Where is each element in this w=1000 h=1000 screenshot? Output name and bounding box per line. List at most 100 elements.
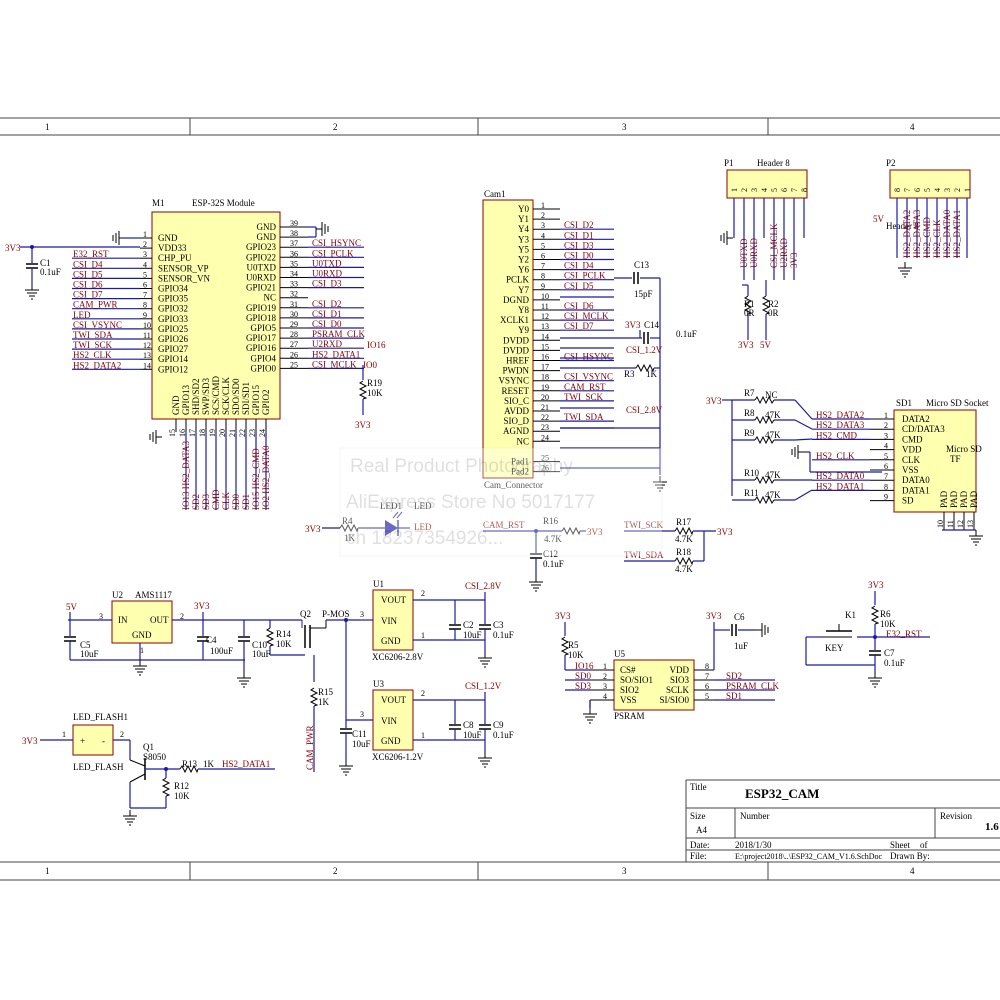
pin-label: NC [516,436,529,446]
pin-num: 3 [750,188,759,192]
u2-pin-gnd: GND [132,630,152,640]
net-label: HS2_DATA2 [902,210,912,258]
pin-label: SI/SIO0 [659,695,689,705]
pin-num: 2 [143,240,147,249]
power-label-3v3: 3V3 [22,736,38,746]
net-label: SD1 [241,494,251,510]
u3-ref: U3 [373,679,384,689]
pin-num: 35 [290,259,298,268]
pin-label: GPIO35 [158,294,189,304]
net-label: SD2 [191,494,201,510]
c3-ref: C3 [493,620,504,630]
pin-num: 8 [884,482,888,491]
c6-value: 1uF [734,641,748,651]
pin-num: 7 [705,672,709,681]
watermark-line: ch 18237354926... [346,528,503,549]
r19-value: 10K [367,388,383,398]
pin-num: 9 [884,493,888,502]
pin-num: 20 [541,393,549,402]
sd1-inner-label: Micro SD [946,444,982,454]
pin-label: CS# [620,665,636,675]
pad-label: PAD [969,490,979,508]
pin-num: 33 [290,280,298,289]
pin-num: 6 [705,682,709,691]
pin-label: Y0 [518,204,529,214]
col-label: 3 [622,122,627,132]
u3-pin: VIN [381,716,397,726]
u1-name: XC6206-2.8V [372,652,424,662]
net-label: HS2_CLK [816,451,855,461]
pin-label: CLK [902,455,921,465]
c6-ref: C6 [734,612,745,622]
date-value: 2018/1/30 [735,840,772,850]
pin-num: 10 [936,520,945,528]
c1-value: 0.1uF [40,267,61,277]
net-label: E32_RST [73,249,109,259]
c11-ref: C11 [352,729,367,739]
col-label: 4 [910,866,915,876]
pin-num: 3 [884,431,888,440]
power-label-3v3: 3V3 [738,340,754,350]
cam1-ref: Cam1 [484,189,506,199]
sd1-name: Micro SD Socket [926,398,989,408]
net-label: TWI_SDA [73,330,113,340]
q2-ref: Q2 [300,609,311,619]
pin-label: DATA2 [902,414,930,424]
r3-value: 1K [646,369,658,379]
power-label-3v3: 3V3 [5,243,21,253]
col-label: 2 [333,122,338,132]
pin-label: VSS [620,695,637,705]
pin-num: 1 [421,731,425,740]
power-label-3v3: 3V3 [717,527,733,537]
size-value: A4 [696,825,707,835]
pin-num: 11 [946,520,955,528]
pin-label: U0RXD [246,273,277,283]
net-label: CSI_D1 [312,309,342,319]
pin-label: SWP/SD3 [201,377,211,415]
pin-num: 2 [884,421,888,430]
pin-label: PCLK [506,275,530,285]
net-label: IO2 HS2_DATA0 [261,445,271,510]
resistor-symbol [754,435,775,445]
net-wire [794,399,813,420]
pin-label: XCLK1 [500,315,529,325]
pin-label: VDD [670,665,690,675]
pin-num: 29 [290,320,298,329]
power-label-5v: 5V [66,602,78,612]
pin-label: GND [257,232,277,242]
pin-label: NC [263,293,276,303]
pin-num: 21 [228,429,237,437]
pin-label: SIO_D [503,416,529,426]
pin-num: 1 [884,411,888,420]
pin-label: DATA1 [902,485,930,495]
pin-label: GPIO0 [250,363,276,373]
date-label: Date: [690,840,710,850]
pin-num: 1 [541,201,545,210]
net-label: CSI_D2 [312,299,342,309]
c13-value: 15pF [634,289,653,299]
pin-label: SIO3 [670,675,690,685]
pin-num: 15 [168,429,177,437]
c5-value: 10uF [80,649,99,659]
resistor-value: 47K [765,430,781,440]
pin-num: 13 [541,322,549,331]
pin-num: 2 [953,188,962,192]
pin-label: DATA0 [902,475,930,485]
pin-num: 5 [705,692,709,701]
c5-ref: C5 [80,640,91,650]
net-label: CSI_MCLK [564,311,609,321]
pin-num: 5 [884,452,888,461]
flash-name: LED_FLASH [73,762,124,772]
p2-name: Header 8 [886,221,919,231]
r14-value: 10K [276,639,292,649]
pin-label: GND [158,233,178,243]
cam1-name: Cam_Connector [484,480,543,490]
r19-ref: R19 [367,378,383,388]
pin-label: U0TXD [247,262,277,272]
pin-num: 23 [541,423,549,432]
r1-value: 0R [744,308,755,318]
pin-label: GPIO21 [246,283,276,293]
c2-ref: C2 [463,620,474,630]
twi-pullups: TWI_SCK R17 4.7K TWI_SDA R18 4.7K 3V3 [624,517,733,574]
